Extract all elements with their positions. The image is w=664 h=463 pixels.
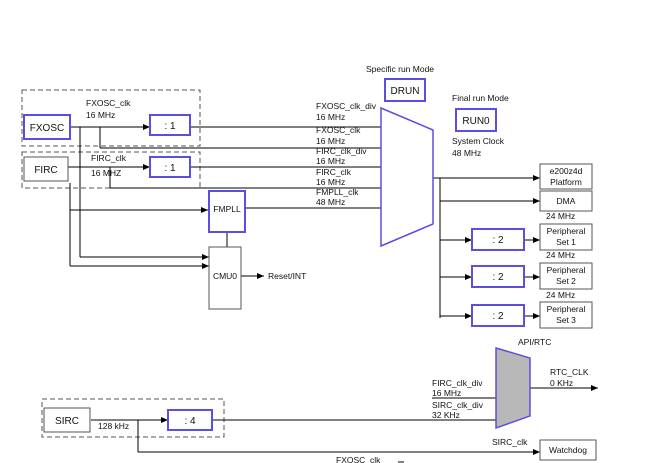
dma-block [539, 190, 593, 212]
wires [68, 124, 598, 455]
watchdog-block [539, 439, 597, 461]
cmu0-block [208, 246, 242, 310]
peripheral2-divider [471, 265, 525, 288]
peripheral3-freq: 24 MHz [546, 290, 575, 300]
firc-clk-label: FIRC_clk [91, 153, 127, 163]
final-run-mode-label: Final run Mode [452, 93, 509, 103]
platform-block [539, 163, 593, 190]
system-clock-label: System Clock [452, 136, 505, 146]
peripheral1-label-line2: Set 1 [556, 237, 576, 247]
peripheral2-freq: 24 MHz [546, 250, 575, 260]
bottom-fxosc-clk-label: FXOSC_clk [336, 455, 381, 463]
firc-label: FIRC [34, 165, 57, 176]
drun-label: DRUN [391, 86, 420, 97]
mux-in3-freq: 16 MHz [316, 156, 345, 166]
sirc-clk-label: SIRC_clk [492, 437, 528, 447]
rtc-mux [495, 346, 531, 430]
peripheral-set1-block [539, 223, 593, 251]
sirc-box [43, 407, 91, 433]
peripheral1-freq: 24 MHz [546, 211, 575, 221]
peripheral3-divider [471, 304, 525, 327]
sirc-divider-label: : 4 [184, 416, 196, 427]
rtc-in1-label: FIRC_clk_div [432, 378, 483, 388]
fxosc-freq-label: 16 MHz [86, 110, 115, 120]
rtc-in2-freq: 32 KHz [432, 410, 460, 420]
run0-box [455, 108, 497, 132]
mux-in4-freq: 16 MHz [316, 177, 345, 187]
peripheral2-divider-label: : 2 [492, 272, 504, 283]
firc-divider [149, 156, 191, 178]
mux-in2-freq: 16 MHz [316, 136, 345, 146]
peripheral3-label-line1: Peripheral [547, 304, 586, 314]
fmpll-block [208, 190, 246, 233]
firc-box [23, 156, 69, 182]
reset-int-label: Reset/INT [268, 271, 306, 281]
mux-in1-label: FXOSC_clk_div [316, 101, 377, 111]
firc-group [21, 151, 201, 189]
fxosc-label: FXOSC [30, 123, 64, 134]
peripheral2-label-line1: Peripheral [547, 265, 586, 275]
run0-label: RUN0 [462, 116, 490, 127]
specific-run-mode-label: Specific run Mode [366, 64, 434, 74]
fxosc-divider [149, 114, 191, 136]
fxosc-group [21, 89, 201, 147]
fmpll-label: FMPLL [213, 204, 241, 214]
peripheral-set3-block [539, 301, 593, 329]
mux-in1-freq: 16 MHz [316, 112, 345, 122]
sirc-label: SIRC [55, 416, 79, 427]
peripheral3-divider-label: : 2 [492, 311, 504, 322]
cmu0-label: CMU0 [213, 271, 237, 281]
peripheral1-divider [471, 228, 525, 251]
mux-in5-label: FMPLL_clk [316, 187, 359, 197]
rtc-clk-freq: 0 KHz [550, 378, 573, 388]
watchdog-label: Watchdog [549, 445, 587, 455]
platform-label-line2: Platform [550, 177, 582, 187]
api-rtc-label: API/RTC [518, 337, 551, 347]
system-clock-freq: 48 MHz [452, 148, 481, 158]
peripheral3-label-line2: Set 3 [556, 315, 576, 325]
peripheral-set2-block [539, 262, 593, 290]
sirc-divider [167, 409, 213, 431]
platform-label-line1: e200z4d [550, 166, 583, 176]
sirc-freq-label: 128 kHz [98, 421, 129, 431]
rtc-in1-freq: 16 MHz [432, 388, 461, 398]
peripheral1-label-line1: Peripheral [547, 226, 586, 236]
fxosc-divider-label: : 1 [164, 121, 176, 132]
fxosc-clk-label: FXOSC_clk [86, 98, 131, 108]
fxosc-box [23, 114, 71, 140]
firc-freq-label: 16 MHZ [91, 168, 121, 178]
mux-in5-freq: 48 MHz [316, 197, 345, 207]
mux-in4-label: FIRC_clk [316, 167, 352, 177]
firc-divider-label: : 1 [164, 163, 176, 174]
mux-in2-label: FXOSC_clk [316, 125, 361, 135]
peripheral1-divider-label: : 2 [492, 235, 504, 246]
sirc-group [41, 398, 225, 438]
peripheral2-label-line2: Set 2 [556, 276, 576, 286]
mux-in3-label: FIRC_clk_div [316, 146, 367, 156]
rtc-in2-label: SIRC_clk_div [432, 400, 484, 410]
system-clock-mux [380, 106, 434, 248]
dma-label: DMA [557, 196, 576, 206]
drun-box [384, 78, 426, 102]
rtc-clk-label: RTC_CLK [550, 367, 589, 377]
